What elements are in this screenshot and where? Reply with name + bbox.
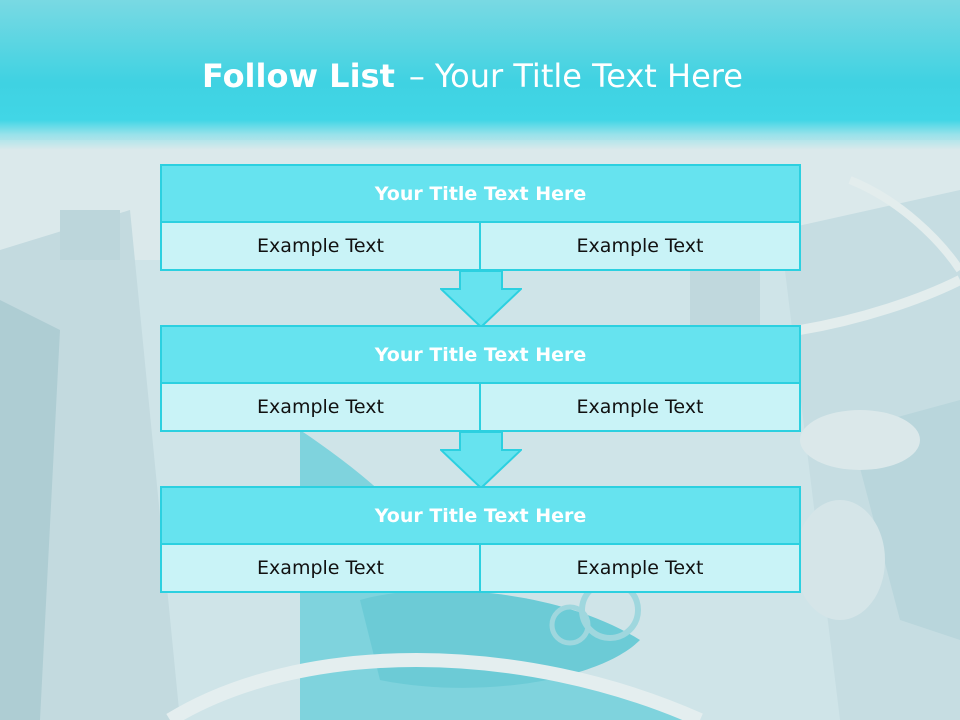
down-arrow-icon	[440, 270, 522, 328]
title-dash: –	[408, 57, 425, 95]
block-title: Your Title Text Here	[160, 325, 801, 384]
title-rest: Your Title Text Here	[434, 57, 743, 95]
header-band	[0, 0, 960, 150]
block-right-text: Example Text	[479, 543, 801, 593]
block-right-text: Example Text	[479, 382, 801, 432]
list-block-2: Your Title Text Here Example Text Exampl…	[160, 325, 801, 432]
block-title: Your Title Text Here	[160, 486, 801, 545]
list-block-3: Your Title Text Here Example Text Exampl…	[160, 486, 801, 593]
list-block-1: Your Title Text Here Example Text Exampl…	[160, 164, 801, 271]
block-right-text: Example Text	[479, 221, 801, 271]
block-left-text: Example Text	[160, 543, 481, 593]
down-arrow-icon	[440, 431, 522, 489]
block-left-text: Example Text	[160, 382, 481, 432]
block-title: Your Title Text Here	[160, 164, 801, 223]
slide-title: Follow List–Your Title Text Here	[202, 54, 743, 98]
title-bold: Follow List	[202, 57, 395, 95]
block-left-text: Example Text	[160, 221, 481, 271]
